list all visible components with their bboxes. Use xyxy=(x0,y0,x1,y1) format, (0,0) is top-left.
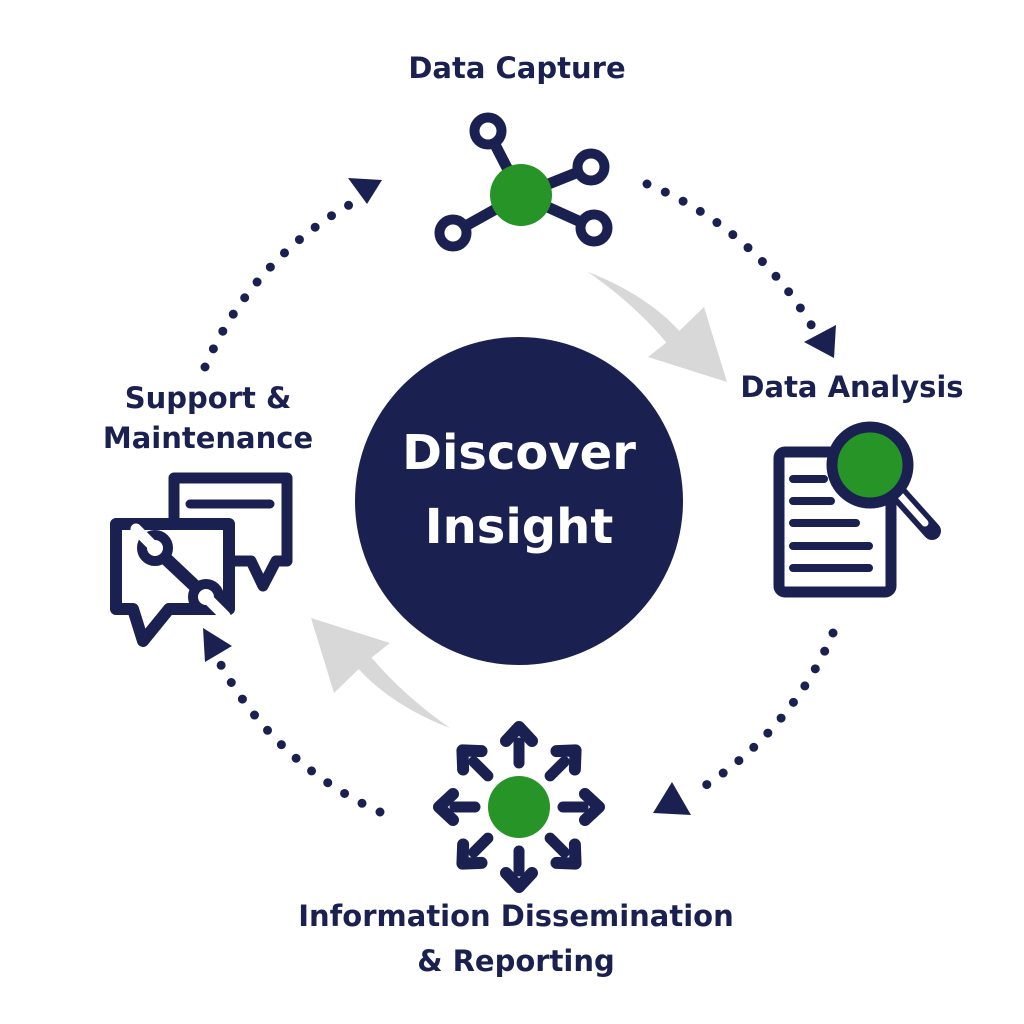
data-analysis-label: Data Analysis xyxy=(740,370,963,404)
center-title-line1: Discover xyxy=(402,425,636,481)
center-title-line2: Insight xyxy=(425,499,614,555)
center-node: Discover Insight xyxy=(355,337,683,665)
arc-support-to-capture-icon xyxy=(200,200,354,372)
arc-capture-to-analysis-icon xyxy=(642,179,822,340)
document-magnifier-icon xyxy=(773,421,941,598)
dissemination-green-dot xyxy=(488,776,550,838)
radiating-arrows-icon xyxy=(439,727,599,887)
dissemination-label-line2: & Reporting xyxy=(417,944,615,978)
hub-green-dot xyxy=(490,164,552,226)
dissemination-label-line1: Information Dissemination xyxy=(298,899,733,933)
stage-data-capture: Data Capture xyxy=(408,51,626,252)
network-hub-icon xyxy=(434,112,613,252)
arrowhead-top-right-icon xyxy=(804,325,836,358)
chat-bubbles-wrench-icon xyxy=(110,472,293,647)
support-label-line1: Support & xyxy=(125,381,292,415)
arc-analysis-to-dissemination-icon xyxy=(690,628,838,797)
stage-support: Support & Maintenance xyxy=(103,381,313,647)
flow-ring xyxy=(200,178,838,817)
data-capture-label: Data Capture xyxy=(408,51,625,85)
wrench-glyph xyxy=(130,523,231,622)
magnifier-green-lens xyxy=(837,432,903,498)
support-label-line2: Maintenance xyxy=(103,421,313,455)
arrowhead-bottom-left-icon xyxy=(203,628,232,662)
arrowhead-bottom-right-icon xyxy=(653,782,691,815)
stage-data-analysis: Data Analysis xyxy=(740,370,964,598)
stage-dissemination: Information Dissemination & Reporting xyxy=(298,727,734,978)
center-circle xyxy=(355,337,683,665)
arrowhead-top-left-icon xyxy=(348,178,382,204)
arc-dissemination-to-support-icon xyxy=(216,660,385,817)
